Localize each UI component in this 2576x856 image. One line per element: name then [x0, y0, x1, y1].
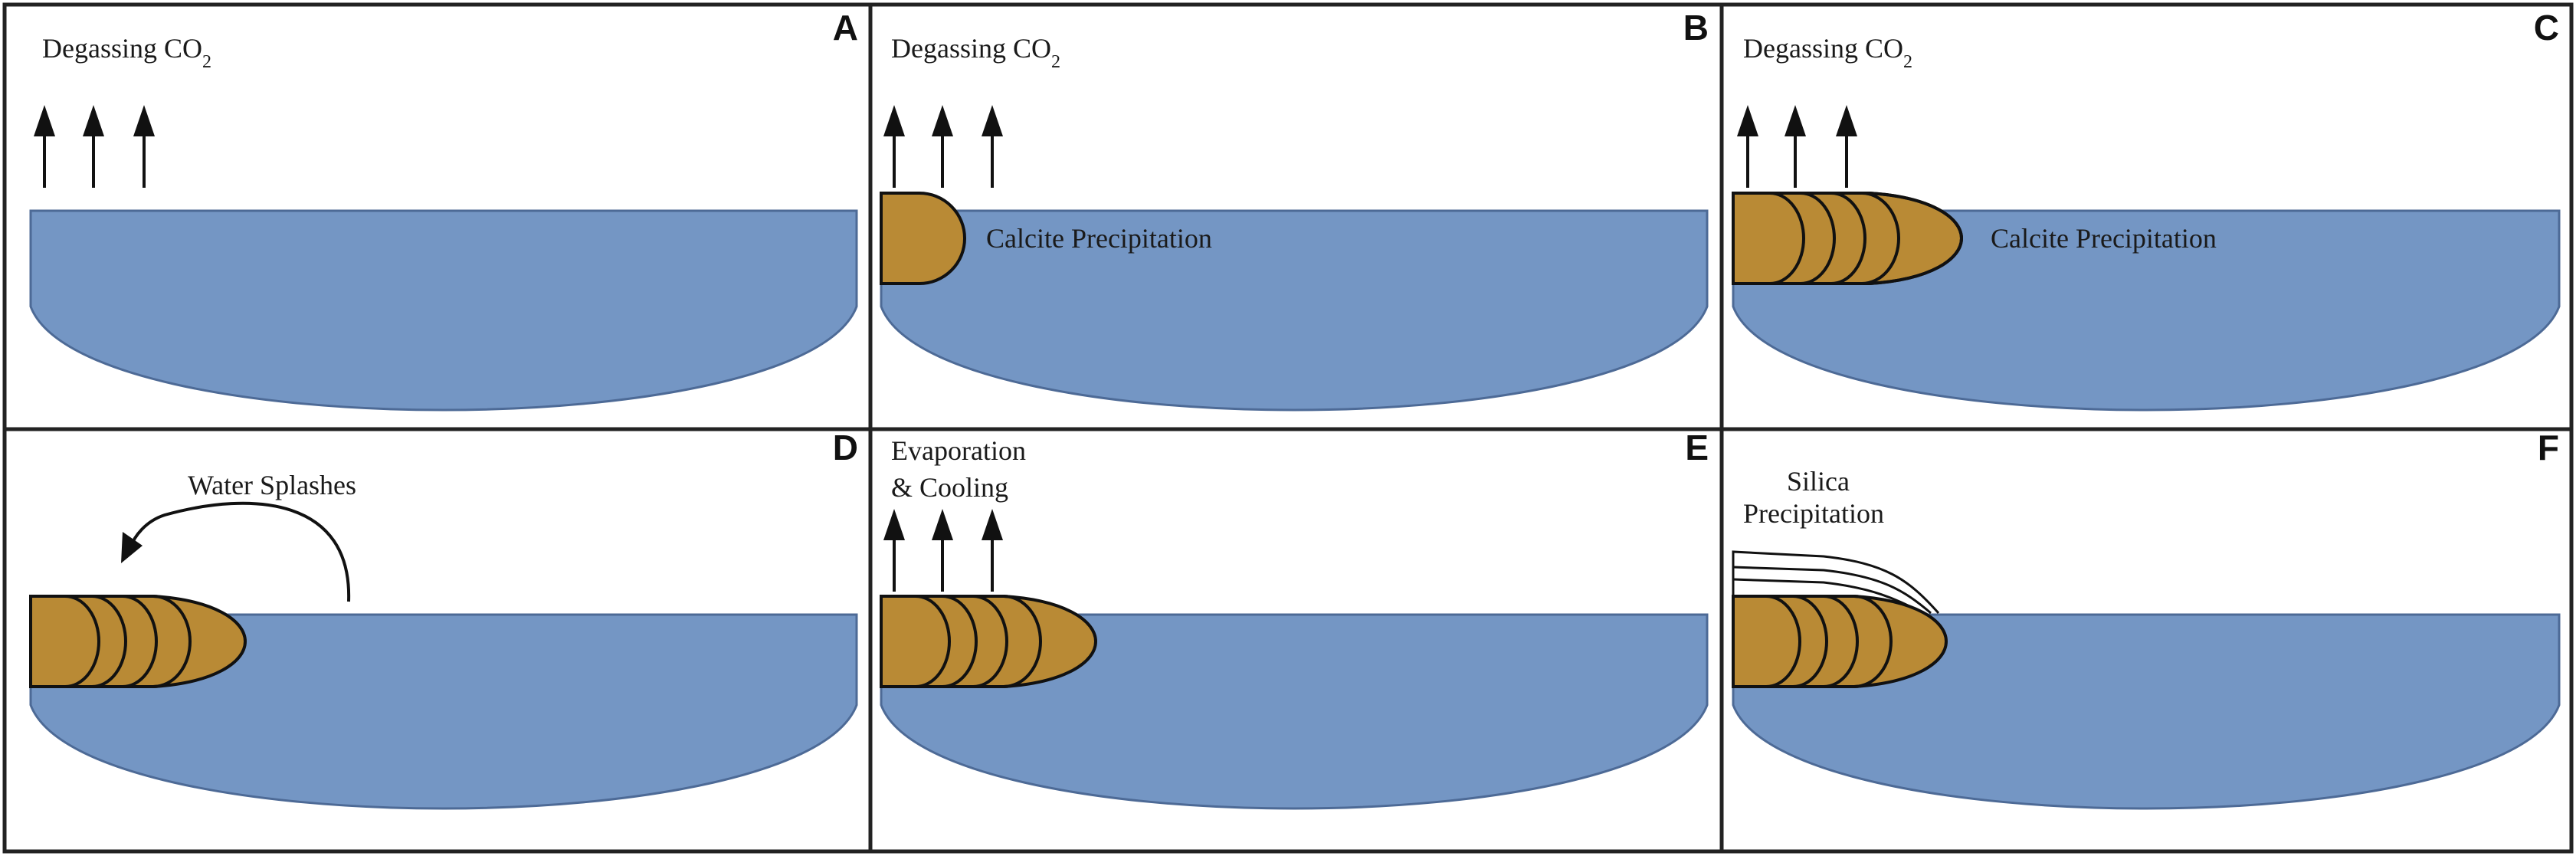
arrow-head	[1836, 105, 1857, 136]
water-pool	[29, 209, 858, 412]
panel-letter: F	[2538, 428, 2559, 467]
water-splashes-label: Water Splashes	[188, 470, 356, 500]
calcite-deposit	[880, 192, 966, 285]
panel-e: E Evaporation & Cooling	[880, 428, 1709, 810]
degassing-label: Degassing CO2	[891, 33, 1060, 72]
water-pool	[1732, 613, 2561, 810]
arrow-head	[1737, 105, 1758, 136]
arrow-head	[34, 105, 55, 136]
calcite-laminae	[1732, 192, 1963, 285]
panel-a: A Degassing CO2	[29, 8, 858, 412]
panel-f: F Silica Precipitation	[1732, 428, 2561, 810]
panel-letter: C	[2534, 8, 2559, 48]
arrow-head	[133, 105, 155, 136]
panel-c: C Degassing CO2 Calcite Precipitation	[1732, 8, 2561, 412]
panel-letter: E	[1685, 428, 1709, 467]
degassing-label: Degassing CO2	[1743, 33, 1912, 72]
panel-letter: A	[833, 8, 858, 48]
arrow-head	[121, 532, 143, 563]
calcite-laminae	[29, 595, 247, 688]
arrow-head	[982, 509, 1003, 540]
arrow-head	[932, 105, 953, 136]
panel-letter: D	[833, 428, 858, 467]
precipitation-label: Precipitation	[1743, 498, 1884, 529]
arrow-head	[1785, 105, 1806, 136]
panel-d: D Water Splashes	[29, 428, 858, 810]
calcite-laminae	[880, 595, 1097, 688]
water-pool	[29, 613, 858, 810]
arrow-head	[982, 105, 1003, 136]
degassing-arrows	[1737, 105, 1857, 188]
arrow-head	[932, 509, 953, 540]
arrow-head	[883, 509, 905, 540]
calcite-precipitation-label: Calcite Precipitation	[986, 223, 1212, 254]
evaporation-label: Evaporation	[891, 435, 1026, 466]
splash-arrow-icon	[129, 501, 351, 602]
degassing-arrows	[883, 105, 1003, 188]
water-pool	[880, 613, 1709, 810]
cooling-label: & Cooling	[891, 472, 1008, 503]
panel-b: B Degassing CO2 Calcite Precipitation	[880, 8, 1709, 412]
degassing-arrows	[34, 105, 155, 188]
panel-letter: B	[1683, 8, 1709, 48]
calcite-precipitation-label: Calcite Precipitation	[1991, 223, 2217, 254]
degassing-label: Degassing CO2	[42, 33, 211, 72]
silica-label: Silica	[1787, 466, 1850, 497]
evaporation-arrows	[883, 509, 1003, 592]
arrow-head	[83, 105, 104, 136]
water-pool	[880, 209, 1709, 412]
arrow-head	[883, 105, 905, 136]
calcite-laminae	[1732, 595, 1948, 688]
